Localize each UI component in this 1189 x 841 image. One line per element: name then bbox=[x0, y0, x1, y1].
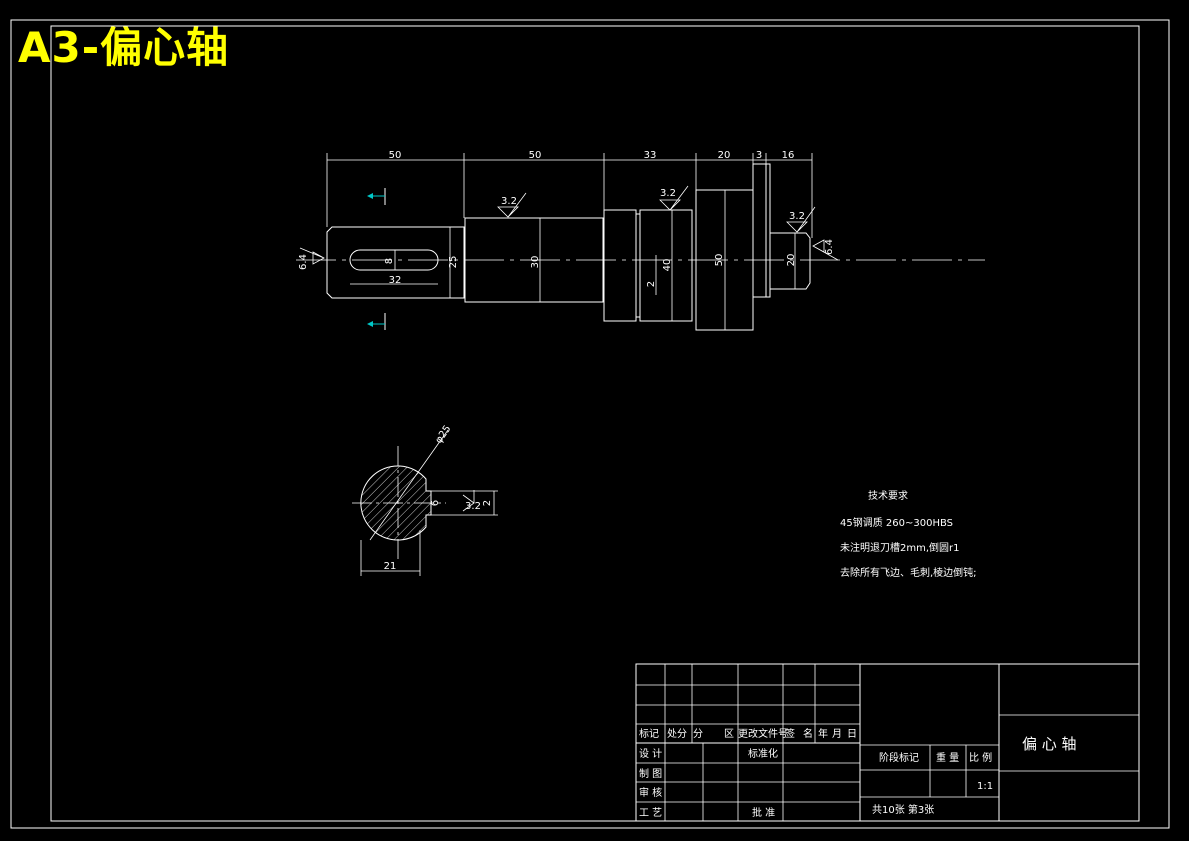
svg-text:重 量: 重 量 bbox=[936, 751, 959, 764]
svg-text:签: 签 bbox=[785, 727, 795, 740]
svg-text:6.4: 6.4 bbox=[824, 239, 835, 255]
svg-text:制 图: 制 图 bbox=[639, 767, 662, 780]
svg-text:设 计: 设 计 bbox=[639, 747, 662, 760]
tech-req-line-1: 45钢调质 260~300HBS bbox=[840, 516, 953, 529]
section-dim-width: 21 bbox=[384, 561, 397, 572]
svg-text:分: 分 bbox=[693, 728, 703, 740]
drawing-title-banner: A3-偏心轴 bbox=[18, 23, 230, 72]
dim-len-6: 16 bbox=[782, 150, 795, 161]
svg-text:名: 名 bbox=[803, 727, 813, 740]
svg-text:日: 日 bbox=[847, 729, 857, 740]
dim-eccentric: 2 bbox=[646, 281, 657, 287]
svg-text:区: 区 bbox=[724, 728, 734, 740]
svg-text:3.2: 3.2 bbox=[465, 501, 481, 512]
section-dim-keyway-depth: 2 bbox=[482, 500, 493, 506]
section-cut-marker-bottom bbox=[367, 313, 386, 330]
outer-border bbox=[10, 19, 1170, 829]
dim-len-2: 50 bbox=[529, 150, 542, 161]
tech-req-line-2: 未注明退刀槽2mm,倒圆r1 bbox=[840, 541, 960, 554]
svg-text:标准化: 标准化 bbox=[748, 747, 778, 760]
inner-border bbox=[50, 25, 1140, 822]
dim-d20: 20 bbox=[786, 254, 797, 267]
svg-text:月: 月 bbox=[832, 728, 842, 740]
shaft-segment-d20 bbox=[769, 232, 811, 290]
dim-len-4: 20 bbox=[718, 150, 731, 161]
section-cut-marker-top bbox=[367, 188, 386, 205]
dim-len-5: 3 bbox=[756, 150, 762, 161]
shaft-segment-d40-right bbox=[639, 209, 693, 322]
keyway-slot bbox=[349, 249, 439, 271]
shaft-segment-d30 bbox=[464, 217, 604, 303]
shaft-front-view: 25 30 40 50 20 8 32 2 50 50 33 20 3 16 6… bbox=[296, 150, 985, 331]
svg-text:6.4: 6.4 bbox=[298, 254, 309, 270]
dim-len-3: 33 bbox=[644, 150, 657, 161]
shaft-segment-d25 bbox=[326, 226, 465, 299]
title-block: 标记 处分 分 区 更改文件号 签 名 年 月 日 设 计 制 图 审 核 工 … bbox=[635, 663, 1140, 822]
svg-text:标记: 标记 bbox=[639, 728, 659, 740]
tech-req-heading: 技术要求 bbox=[868, 489, 908, 502]
svg-text:处分: 处分 bbox=[667, 728, 687, 740]
section-view: φ25 21 2 6 3.2 bbox=[352, 424, 498, 576]
title-block-part-name: 偏 心 轴 bbox=[1022, 735, 1077, 753]
roughness-symbol-d40: 3.2 bbox=[659, 185, 689, 211]
technical-requirements: 技术要求 45钢调质 260~300HBS 未注明退刀槽2mm,倒圆r1 去除所… bbox=[840, 489, 977, 579]
svg-text:更改文件号: 更改文件号 bbox=[738, 727, 788, 740]
roughness-symbol-d30: 3.2 bbox=[497, 192, 527, 218]
svg-text:比 例: 比 例 bbox=[969, 751, 992, 764]
svg-text:年: 年 bbox=[818, 727, 828, 740]
dim-d30: 30 bbox=[530, 256, 541, 269]
svg-text:共10张 第3张: 共10张 第3张 bbox=[872, 803, 934, 816]
svg-text:1:1: 1:1 bbox=[977, 781, 993, 792]
dim-len-1: 50 bbox=[389, 150, 402, 161]
dim-keyway-width: 8 bbox=[384, 258, 395, 264]
dim-d25: 25 bbox=[448, 256, 459, 269]
svg-text:批 准: 批 准 bbox=[752, 806, 775, 819]
svg-text:3.2: 3.2 bbox=[501, 196, 517, 207]
tech-req-line-3: 去除所有飞边、毛刺,棱边倒钝; bbox=[840, 566, 977, 579]
section-dim-diameter: φ25 bbox=[433, 424, 453, 446]
svg-text:3.2: 3.2 bbox=[789, 211, 805, 222]
dim-d40: 40 bbox=[662, 259, 673, 272]
roughness-symbol-right: 6.4 bbox=[812, 239, 839, 261]
section-roughness-symbol: 3.2 bbox=[462, 490, 481, 512]
svg-text:阶段标记: 阶段标记 bbox=[879, 751, 919, 764]
dim-d50: 50 bbox=[714, 254, 725, 267]
roughness-symbol-d20: 3.2 bbox=[786, 206, 816, 233]
shaft-shoulder bbox=[752, 163, 767, 298]
shaft-segment-d40-left bbox=[603, 209, 637, 322]
svg-text:审 核: 审 核 bbox=[639, 786, 662, 799]
section-dim-keyway-width: 6 bbox=[430, 500, 441, 506]
roughness-symbol-left: 6.4 bbox=[298, 247, 325, 270]
dim-keyway-length: 32 bbox=[389, 275, 402, 286]
svg-text:工 艺: 工 艺 bbox=[639, 807, 662, 819]
svg-text:3.2: 3.2 bbox=[660, 188, 676, 199]
